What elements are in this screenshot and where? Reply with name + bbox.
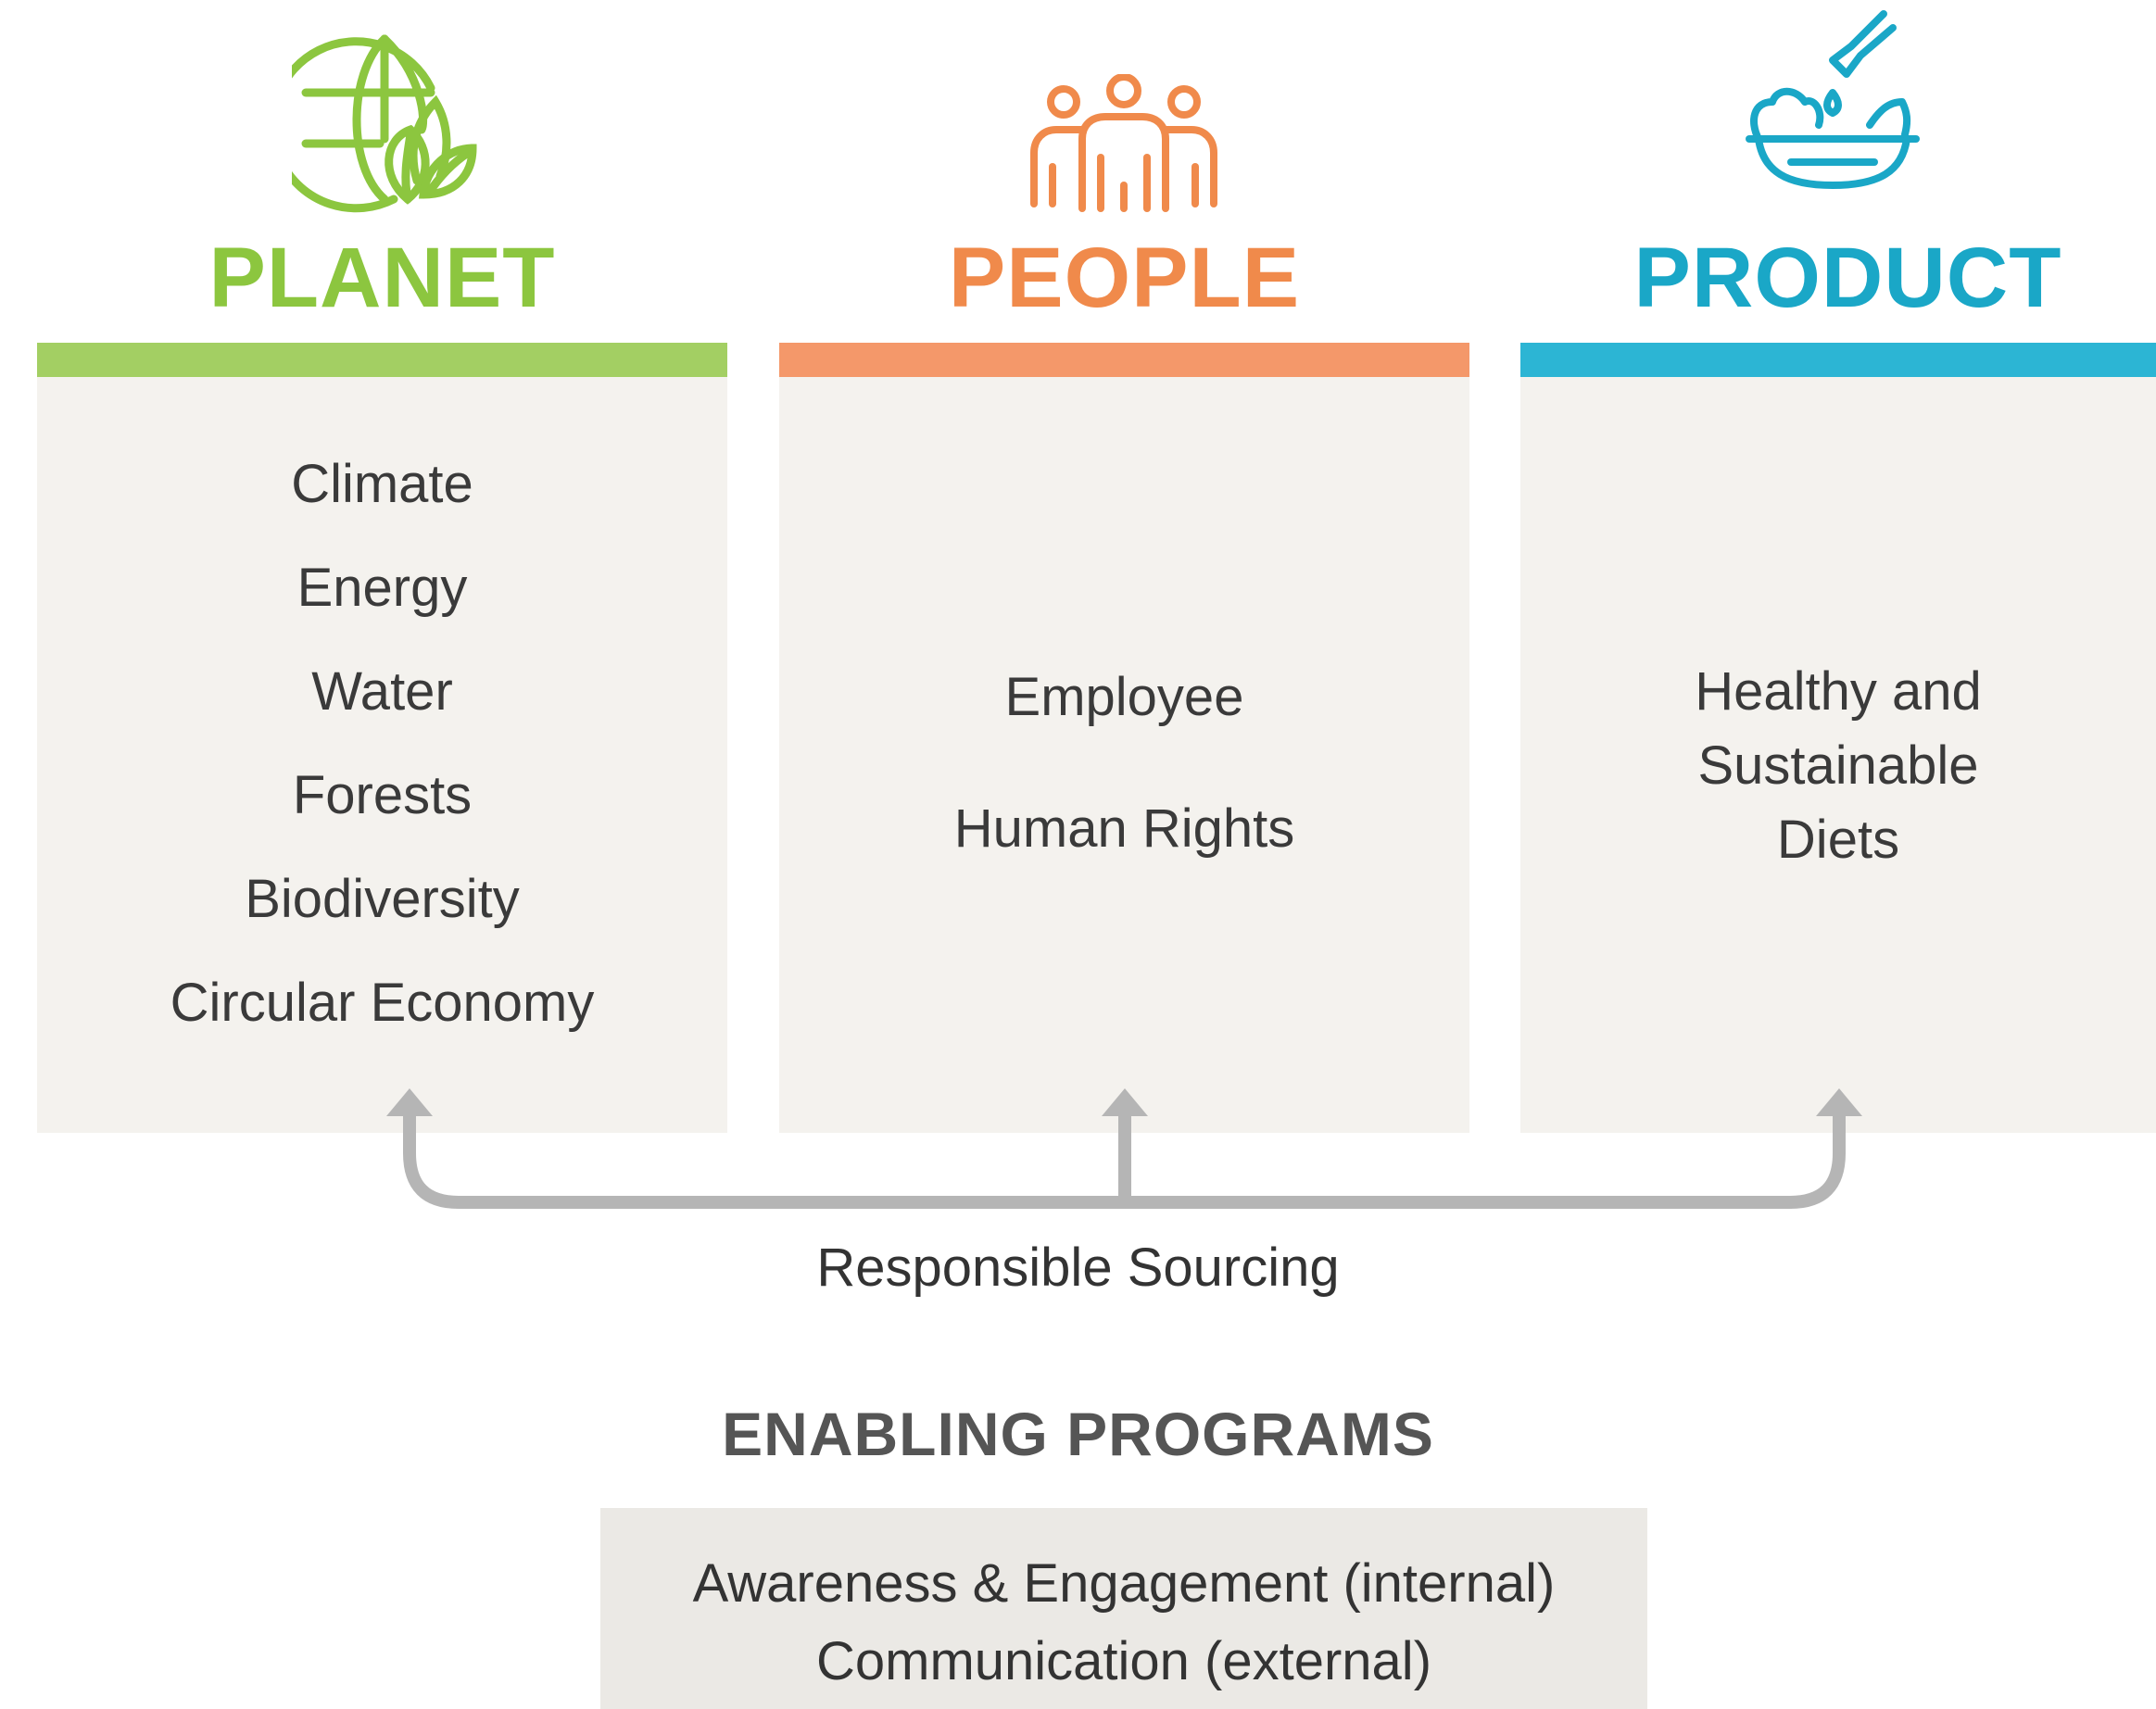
people-box: Employee Human Rights xyxy=(779,377,1469,1133)
people-color-bar xyxy=(779,343,1469,377)
product-color-bar xyxy=(1520,343,2156,377)
list-item: Water xyxy=(311,661,453,722)
globe-leaves-icon xyxy=(292,34,477,213)
list-item: Human Rights xyxy=(953,798,1295,859)
planet-items: Climate Energy Water Forests Biodiversit… xyxy=(37,433,727,1055)
pillar-title-people: PEOPLE xyxy=(948,231,1301,325)
enabling-programs-box: Awareness & Engagement (internal) Commun… xyxy=(600,1508,1647,1709)
pillar-title-product: PRODUCT xyxy=(1633,231,2062,325)
list-item: Healthy and xyxy=(1695,661,1982,722)
product-box: Healthy and Sustainable Diets xyxy=(1520,377,2156,1133)
list-item: Employee xyxy=(1004,667,1244,727)
responsible-sourcing-label: Responsible Sourcing xyxy=(816,1238,1340,1298)
people-items: Employee Human Rights xyxy=(779,632,1469,895)
list-item: Communication (external) xyxy=(815,1631,1432,1691)
list-item: Awareness & Engagement (internal) xyxy=(692,1553,1556,1614)
planet-color-bar xyxy=(37,343,727,377)
planet-box: Climate Energy Water Forests Biodiversit… xyxy=(37,377,727,1133)
list-item: Circular Economy xyxy=(170,973,595,1033)
list-item: Biodiversity xyxy=(245,869,520,929)
product-items: Healthy and Sustainable Diets xyxy=(1520,655,2156,877)
enabling-programs-title: ENABLING PROGRAMS xyxy=(722,1400,1434,1468)
salad-bowl-icon xyxy=(1746,10,1920,189)
list-item: Energy xyxy=(296,558,468,618)
list-item: Forests xyxy=(292,765,473,825)
list-item: Diets xyxy=(1776,810,1900,870)
list-item: Sustainable xyxy=(1697,735,1979,796)
pillar-title-planet: PLANET xyxy=(208,231,556,325)
people-group-icon xyxy=(1030,74,1217,212)
list-item: Climate xyxy=(291,454,473,514)
